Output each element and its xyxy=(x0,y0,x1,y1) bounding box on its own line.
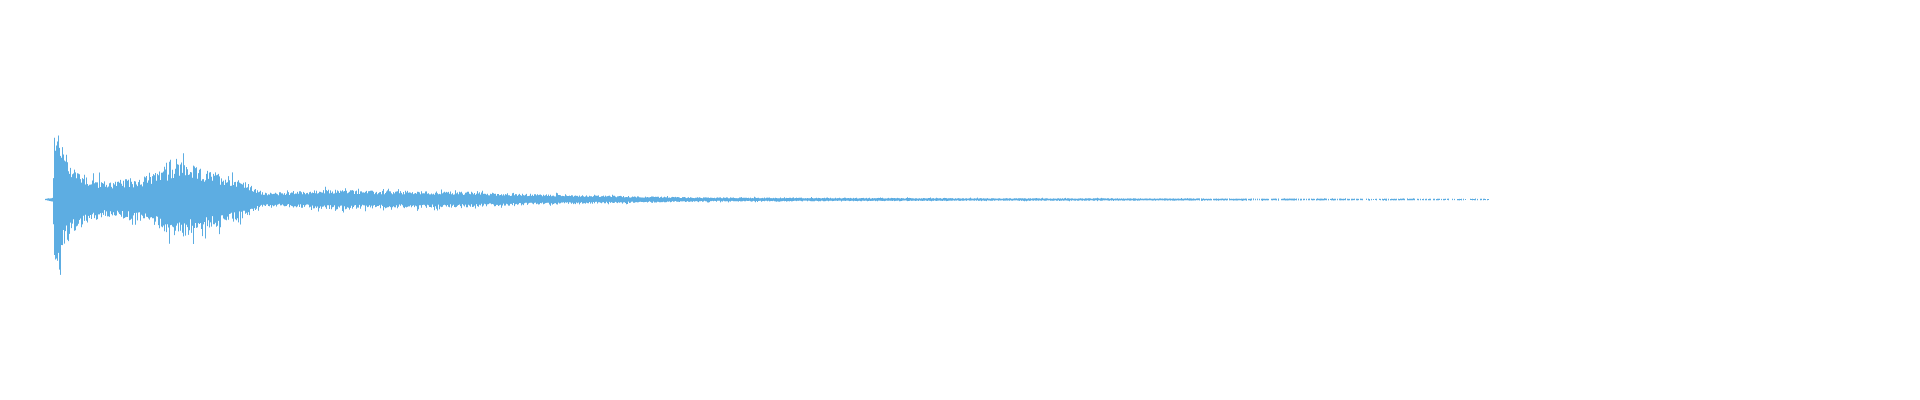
waveform-trace xyxy=(45,135,1489,275)
